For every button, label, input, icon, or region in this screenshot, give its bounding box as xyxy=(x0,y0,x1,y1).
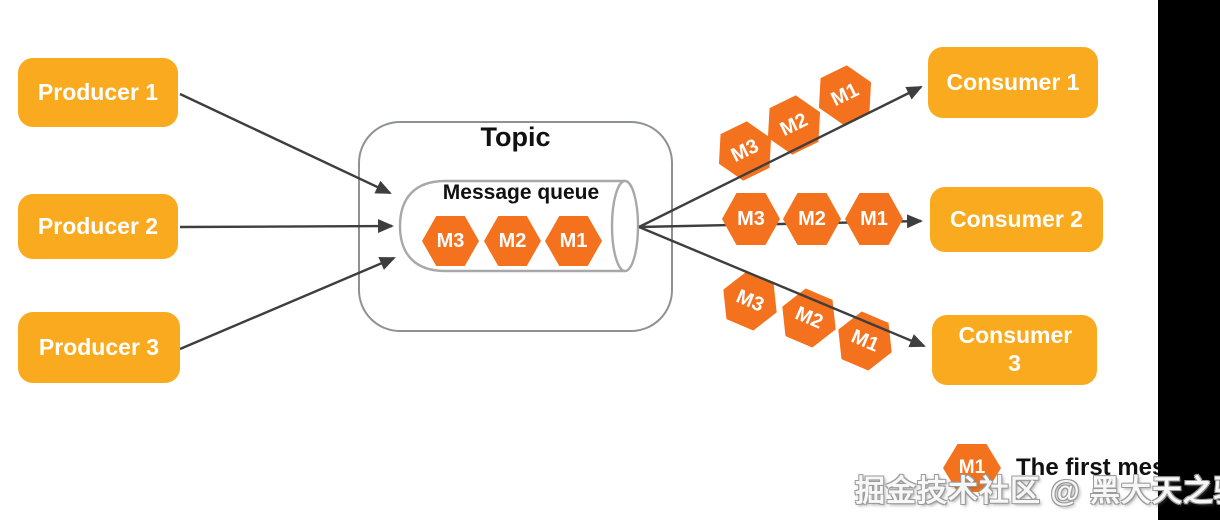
black-edge-bar xyxy=(1158,0,1220,520)
cylinder-end-ellipse xyxy=(610,179,640,273)
watermark-text: 掘金技术社区 @ 黑大天之骄子 xyxy=(855,475,1220,508)
producer-2-node: Producer 2 xyxy=(18,194,178,259)
consumer-2-node: Consumer 2 xyxy=(930,187,1103,252)
message-queue-label: Message queue xyxy=(442,181,600,204)
flow2-message-m3: M3 xyxy=(722,193,780,245)
arrow-producer1-topic xyxy=(179,92,392,195)
arrow-producer3-topic xyxy=(179,256,396,351)
flow2-message-m1: M1 xyxy=(845,193,903,245)
consumer-3-node: Consumer 3 xyxy=(932,315,1097,385)
topic-title: Topic xyxy=(480,122,551,152)
consumer-3-label: Consumer 3 xyxy=(958,322,1073,376)
producer-3-node: Producer 3 xyxy=(18,312,180,383)
producer-1-node: Producer 1 xyxy=(18,58,178,127)
arrow-topic-consumer3 xyxy=(638,225,926,348)
consumer-1-node: Consumer 1 xyxy=(928,47,1098,118)
flow2-message-m2: M2 xyxy=(783,193,841,245)
arrow-topic-consumer1 xyxy=(638,85,923,229)
arrow-producer2-topic xyxy=(179,219,394,234)
legend-message-hexagon: M1 xyxy=(943,444,1001,492)
